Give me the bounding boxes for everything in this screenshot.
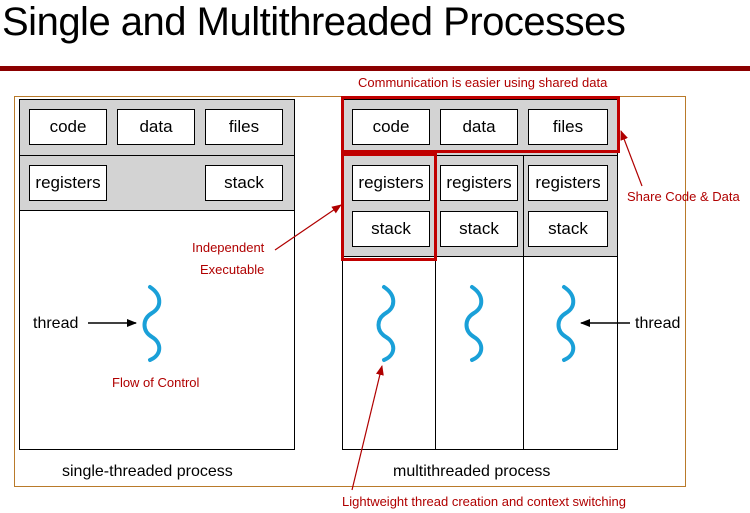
multi-thread-wave-1 bbox=[376, 285, 396, 362]
single-caption: single-threaded process bbox=[62, 463, 233, 480]
multi-registers-box-3: registers bbox=[528, 165, 608, 201]
annotation-share-code-data: Share Code & Data bbox=[627, 189, 740, 204]
single-stack-box: stack bbox=[205, 165, 283, 201]
multi-data-box: data bbox=[440, 109, 518, 145]
multi-stack-box-1: stack bbox=[352, 211, 430, 247]
page-title: Single and Multithreaded Processes bbox=[2, 0, 626, 44]
multi-stack-box-2: stack bbox=[440, 211, 518, 247]
annotation-flow-of-control: Flow of Control bbox=[112, 375, 200, 390]
multi-registers-box-1: registers bbox=[352, 165, 430, 201]
annotation-executable: Executable bbox=[200, 262, 265, 277]
single-code-box: code bbox=[29, 109, 107, 145]
single-files-box: files bbox=[205, 109, 283, 145]
multi-stack-box-3: stack bbox=[528, 211, 608, 247]
lightweight-arrow bbox=[351, 365, 384, 491]
per-thread-state-highlight bbox=[341, 153, 437, 261]
multi-code-box: code bbox=[352, 109, 430, 145]
shared-code-data-highlight bbox=[341, 96, 620, 153]
multi-files-box: files bbox=[528, 109, 608, 145]
multi-thread-wave-2 bbox=[464, 285, 484, 362]
multi-thread-label: thread bbox=[635, 315, 681, 332]
multi-registers-box-2: registers bbox=[440, 165, 518, 201]
title-rule bbox=[0, 66, 750, 71]
thread-divider-2 bbox=[523, 155, 524, 450]
share-code-arrow bbox=[620, 130, 643, 187]
multi-caption: multithreaded process bbox=[393, 463, 551, 480]
annotation-shared-data: Communication is easier using shared dat… bbox=[358, 75, 608, 90]
multi-thread-wave-3 bbox=[556, 285, 576, 362]
annotation-lightweight: Lightweight thread creation and context … bbox=[342, 494, 627, 509]
independent-arrow bbox=[274, 204, 342, 251]
single-thread-wave bbox=[142, 285, 162, 362]
annotation-independent: Independent bbox=[192, 240, 265, 255]
thread-divider-1 bbox=[435, 155, 436, 450]
single-registers-box: registers bbox=[29, 165, 107, 201]
single-data-box: data bbox=[117, 109, 195, 145]
single-thread-label: thread bbox=[33, 315, 79, 332]
